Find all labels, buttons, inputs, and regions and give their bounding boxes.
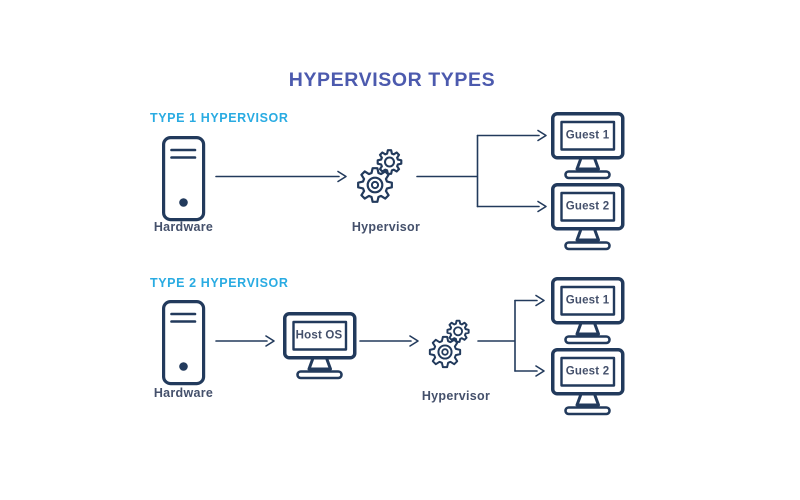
- type2-guest2-monitor-icon: [551, 348, 625, 416]
- type2-hardware-label: Hardware: [153, 386, 214, 400]
- type2-arrow-hostos-to-hypervisor: [359, 335, 419, 347]
- type1-guest1-monitor-icon: [551, 112, 625, 180]
- type2-hypervisor-gears-icon: [430, 321, 469, 367]
- type2-arrow-hardware-to-hostos: [215, 335, 275, 347]
- type2-hardware-icon: [162, 300, 206, 386]
- type2-row: [162, 277, 625, 416]
- type1-guest2-label: Guest 2: [565, 200, 610, 213]
- type1-hardware-label: Hardware: [153, 220, 214, 234]
- type2-hypervisor-label: Hypervisor: [421, 389, 491, 403]
- type2-guest1-label: Guest 1: [565, 294, 610, 307]
- type1-heading: TYPE 1 HYPERVISOR: [150, 111, 289, 125]
- type2-heading: TYPE 2 HYPERVISOR: [150, 276, 289, 290]
- type2-hostos-label: Host OS: [295, 329, 343, 342]
- type1-guest1-label: Guest 1: [565, 129, 610, 142]
- type2-hostos-monitor-icon: [283, 312, 357, 380]
- type1-guest2-monitor-icon: [551, 183, 625, 251]
- page-title: HYPERVISOR TYPES: [288, 69, 496, 91]
- type1-hypervisor-label: Hypervisor: [351, 219, 421, 234]
- type1-branch-to-guests: [416, 129, 547, 213]
- type1-row: [162, 112, 625, 251]
- type2-guest1-monitor-icon: [551, 277, 625, 345]
- type1-hardware-icon: [162, 136, 206, 222]
- type1-hypervisor-gears-icon: [358, 150, 401, 202]
- type2-guest2-label: Guest 2: [565, 364, 610, 377]
- type2-branch-to-guests: [477, 294, 545, 377]
- type1-arrow-hardware-to-hypervisor: [215, 170, 347, 183]
